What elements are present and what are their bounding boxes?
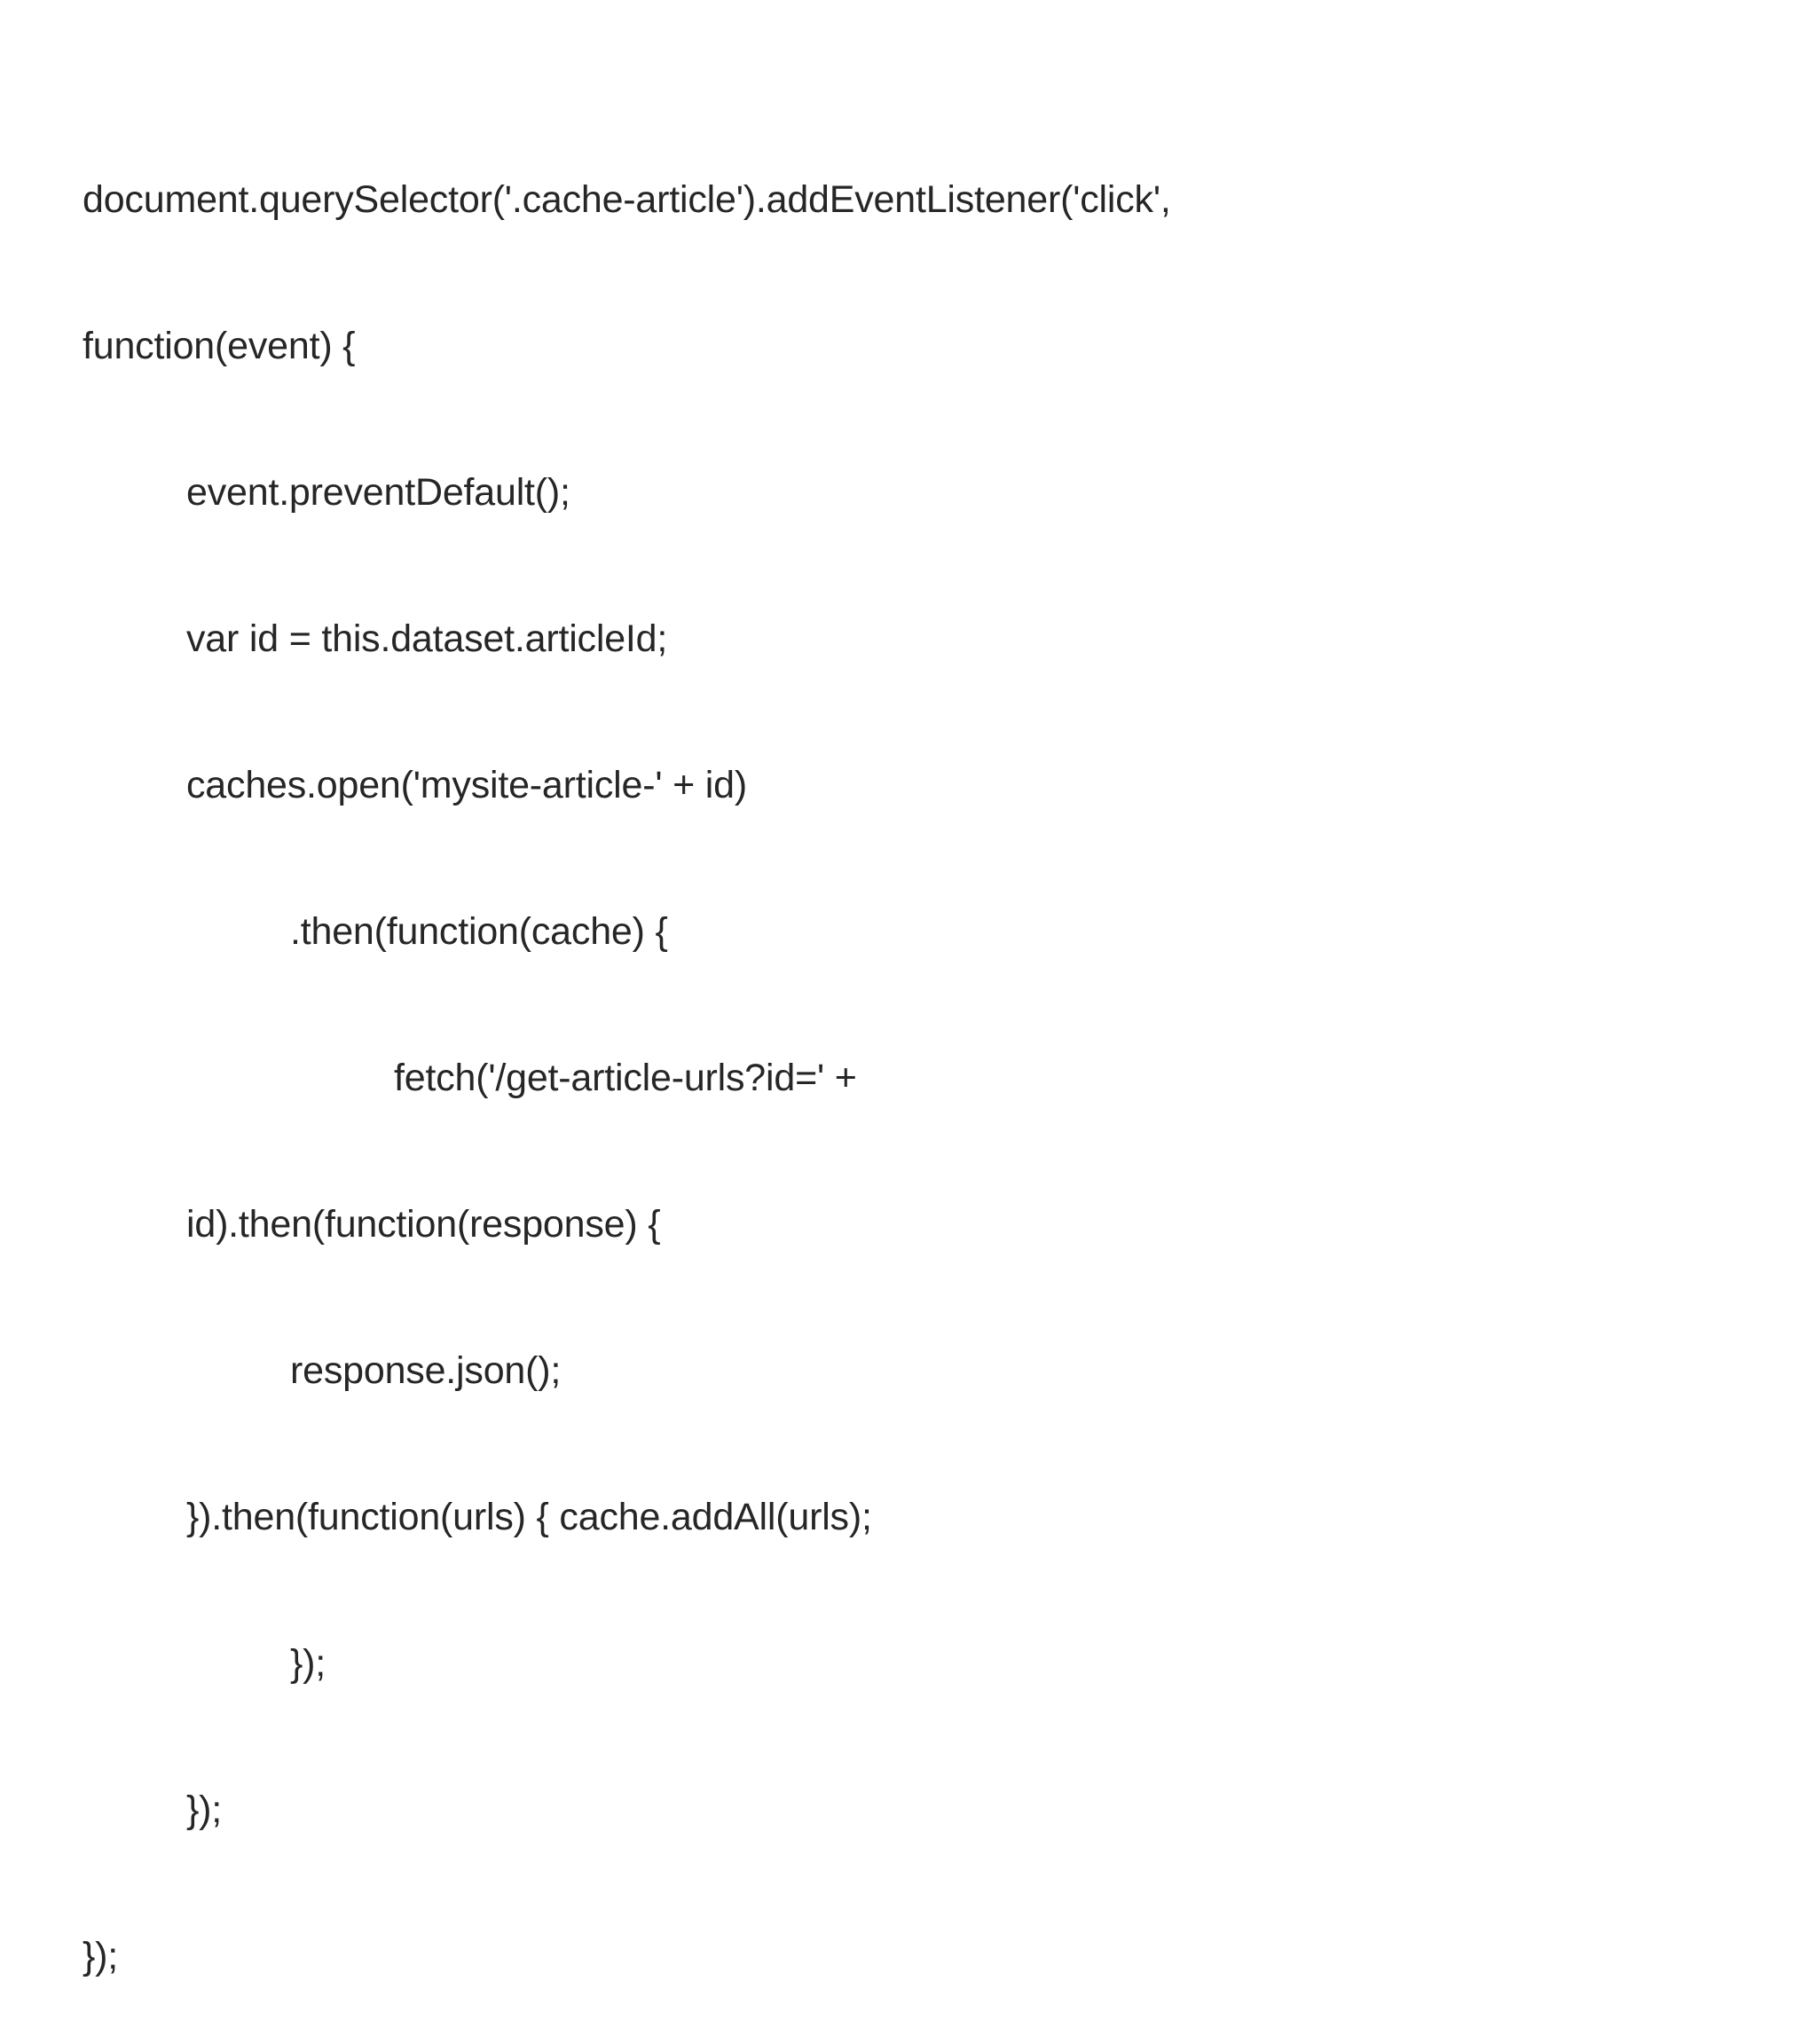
code-line: }); (186, 1788, 223, 1831)
code-line: function(event) { (83, 325, 356, 367)
slide-canvas: document.querySelector('.cache-article')… (83, 178, 1171, 1977)
code-line: }); (290, 1642, 326, 1685)
code-line: }).then(function(urls) { cache.addAll(ur… (186, 1496, 872, 1538)
code-line: event.preventDefault(); (186, 471, 570, 514)
code-line: fetch('/get-article-urls?id=' + (394, 1057, 857, 1099)
code-line: caches.open('mysite-article-' + id) (186, 764, 747, 806)
code-snippet: document.querySelector('.cache-article')… (83, 78, 1733, 2044)
code-line: }); (83, 1935, 119, 1977)
code-line: document.querySelector('.cache-article')… (83, 178, 1171, 221)
code-line: var id = this.dataset.articleId; (186, 617, 668, 660)
code-line: response.json(); (290, 1349, 562, 1392)
code-line: .then(function(cache) { (290, 910, 668, 953)
code-line: id).then(function(response) { (186, 1203, 661, 1246)
